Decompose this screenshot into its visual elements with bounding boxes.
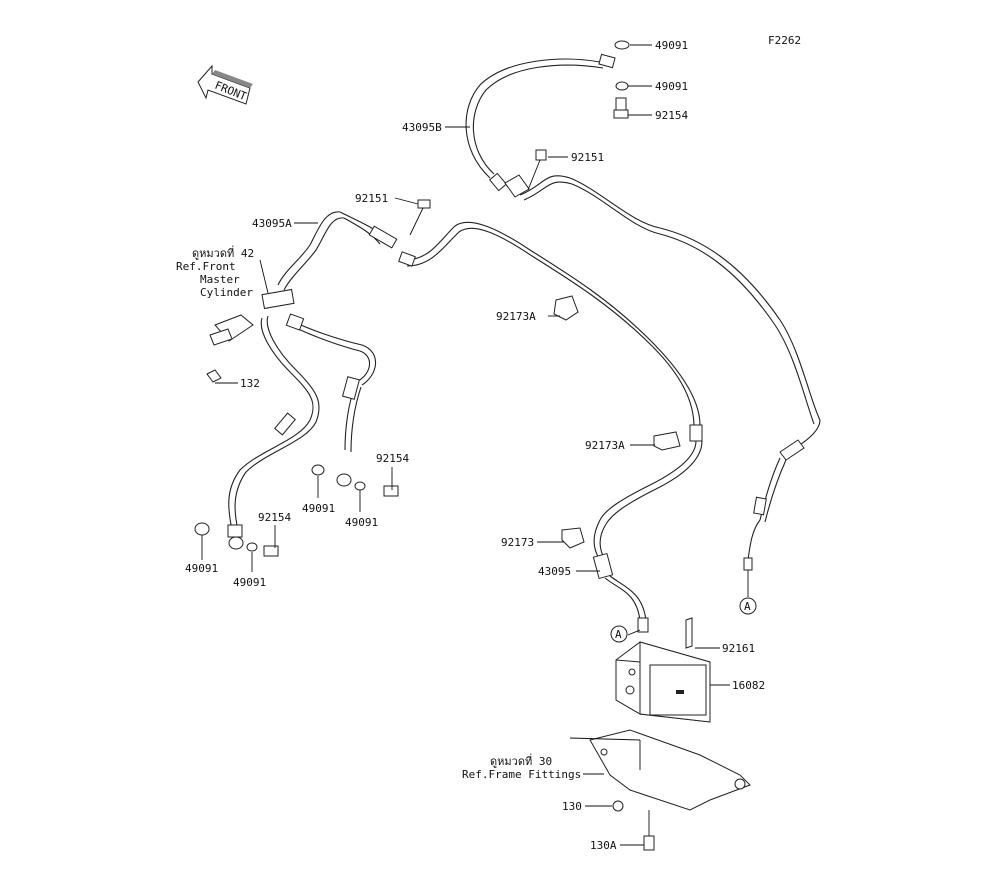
svg-text:A: A — [615, 628, 622, 641]
callout-49091: 49091 — [302, 502, 335, 515]
callout-130: 130 — [562, 800, 582, 813]
hose-43095b — [465, 53, 821, 571]
ref-front-master-cylinder: ดูหมวดที่ 42 — [192, 245, 254, 260]
ref-front-master-cylinder: Cylinder — [200, 286, 253, 299]
callout-43095: 43095 — [538, 565, 571, 578]
callout-49091: 49091 — [185, 562, 218, 575]
abs-hydraulic-unit — [615, 617, 711, 723]
front-brake-hoses — [227, 288, 377, 550]
abs-mounting-bracket — [569, 729, 751, 851]
callout-16082: 16082 — [732, 679, 765, 692]
hose-clamps — [553, 295, 681, 549]
ref-frame-fittings: Ref.Frame Fittings — [462, 768, 581, 781]
callout-49091: 49091 — [655, 39, 688, 52]
ref-front-master-cylinder: Master — [200, 273, 240, 286]
reference-marker-a-2: A — [610, 625, 628, 643]
front-arrow-icon: FRONT — [197, 64, 253, 105]
callout-130a: 130A — [590, 839, 617, 852]
washers-and-bolts — [194, 40, 630, 557]
callout-92151: 92151 — [571, 151, 604, 164]
callout-92154: 92154 — [376, 452, 409, 465]
callout-92151: 92151 — [355, 192, 388, 205]
callout-92173: 92173 — [501, 536, 534, 549]
callout-92173a: 92173A — [496, 310, 536, 323]
callout-49091: 49091 — [655, 80, 688, 93]
hose-clamp-bracket — [206, 314, 254, 383]
hose-43095a — [277, 211, 703, 633]
callout-43095a: 43095A — [252, 217, 292, 230]
diagram-code: F2262 — [768, 34, 801, 47]
callout-43095b: 43095B — [402, 121, 442, 134]
callout-92161: 92161 — [722, 642, 755, 655]
callout-92173a: 92173A — [585, 439, 625, 452]
reference-marker-a-1: A — [739, 597, 757, 615]
callout-132: 132 — [240, 377, 260, 390]
callout-92154: 92154 — [258, 511, 291, 524]
ref-front-master-cylinder: Ref.Front — [176, 260, 236, 273]
ref-frame-fittings: ดูหมวดที่ 30 — [490, 753, 552, 768]
svg-text:A: A — [744, 600, 751, 613]
callout-92154: 92154 — [655, 109, 688, 122]
leader-lines — [201, 44, 749, 846]
callout-49091: 49091 — [233, 576, 266, 589]
callout-49091: 49091 — [345, 516, 378, 529]
